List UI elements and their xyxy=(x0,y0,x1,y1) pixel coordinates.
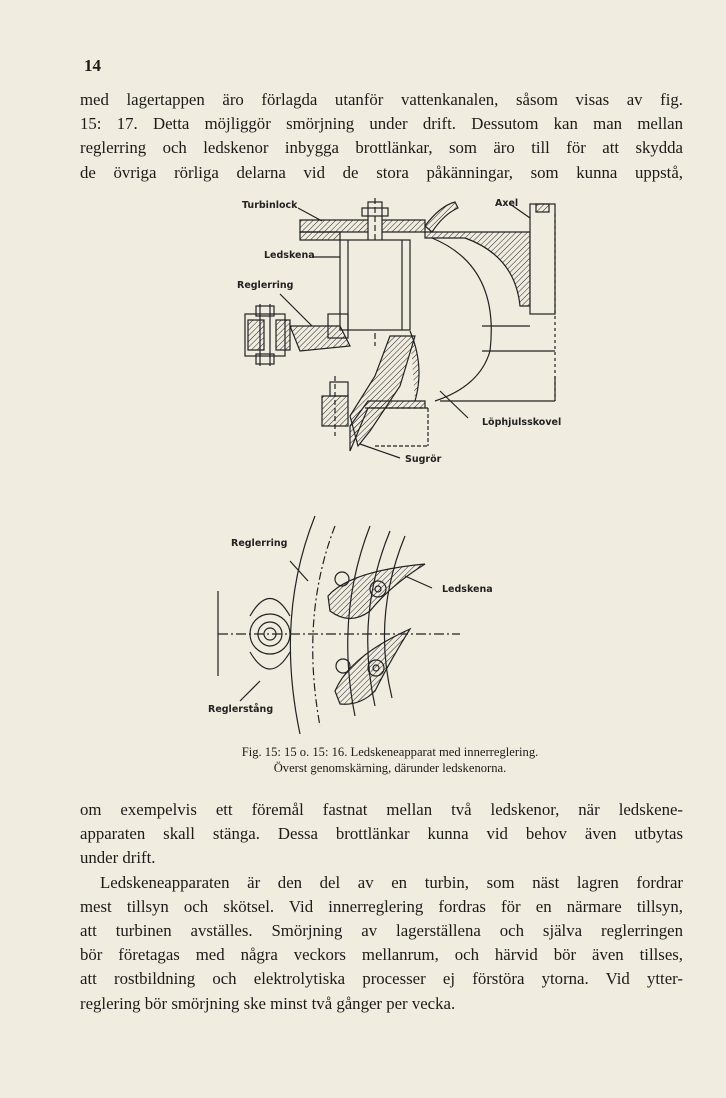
label-sugror: Sugrör xyxy=(405,454,442,465)
label-reglerring-lower: Reglerring xyxy=(231,538,288,549)
label-ledskena-upper: Ledskena xyxy=(264,250,315,261)
caption-line: Fig. 15: 15 o. 15: 16. Ledskeneapparat m… xyxy=(241,745,539,759)
label-axel: Axel xyxy=(495,198,519,209)
text-line: under drift. xyxy=(80,848,156,868)
text-line: reglerring och ledskenor inbygga brottlä… xyxy=(80,138,683,158)
text-line: bör företagas med några veckors mellanru… xyxy=(80,945,683,965)
paragraph-continuation: om exempelvis ett föremål fastnat mellan… xyxy=(80,798,683,871)
technical-figure: Turbinlock Axel Ledskena Reglerring Löph… xyxy=(200,186,580,741)
text-line: med lagertappen äro förlagda utanför vat… xyxy=(80,90,683,109)
figure-drawing xyxy=(217,198,556,735)
label-turbinlock: Turbinlock xyxy=(242,200,298,211)
text-line: om exempelvis ett föremål fastnat mellan… xyxy=(80,800,683,819)
label-ledskena-lower: Ledskena xyxy=(442,584,493,595)
text-line: apparaten skall stänga. Dessa brottlänka… xyxy=(80,824,683,844)
text-line: att rostbildning och elektrolytiska proc… xyxy=(80,969,683,989)
text-line: 15: 17. Detta möjliggör smörjning under … xyxy=(80,114,683,134)
paragraph-ledskeneapparaten: Ledskeneapparaten är den del av en turbi… xyxy=(80,871,683,1016)
label-lophjulsskovel: Löphjulsskovel xyxy=(482,417,562,428)
figure-caption: Fig. 15: 15 o. 15: 16. Ledskeneapparat m… xyxy=(180,744,600,776)
text-line: att turbinen avställes. Smörjning av lag… xyxy=(80,921,683,941)
label-reglerring-upper: Reglerring xyxy=(237,280,294,291)
cross-section-drawing xyxy=(244,198,556,459)
page-number: 14 xyxy=(84,56,101,75)
bottom-text: om exempelvis ett föremål fastnat mellan… xyxy=(80,798,683,1016)
text-line: reglering bör smörjning ske minst två gå… xyxy=(80,993,456,1013)
text-line: de övriga rörliga delarna vid de stora p… xyxy=(80,162,683,182)
top-paragraph: med lagertappen äro förlagda utanför vat… xyxy=(80,88,683,185)
text-line: mest tillsyn och skötsel. Vid innerregle… xyxy=(80,896,683,916)
text-line: Ledskeneapparaten är den del av en turbi… xyxy=(100,872,683,892)
guide-vane-drawing xyxy=(217,515,460,735)
label-reglerstang: Reglerstång xyxy=(208,704,274,715)
caption-line: Överst genomskärning, därunder ledskenor… xyxy=(273,761,507,775)
